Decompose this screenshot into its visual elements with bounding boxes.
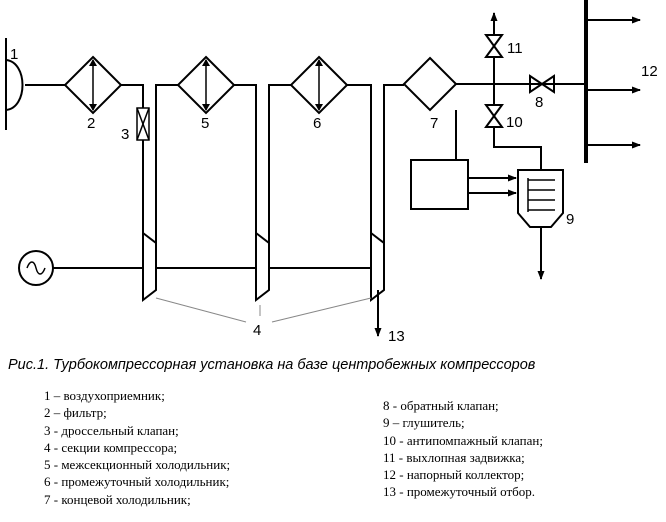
compressor-section-3: [370, 230, 385, 303]
legend-item: 12 - напорный коллектор;: [383, 467, 525, 483]
legend-item: 3 - дроссельный клапан;: [44, 422, 179, 438]
pipe-section-3-to-cooler-7: [383, 84, 404, 243]
legend-item: 6 - промежуточный холодильник;: [44, 474, 230, 490]
label-5: 5: [201, 115, 209, 132]
figure-caption: Рис.1. Турбокомпрессорная установка на б…: [8, 357, 536, 373]
label-6: 6: [313, 115, 321, 132]
legend-item: 10 - антипомпажный клапан;: [383, 432, 543, 448]
label-1: 1: [10, 46, 18, 63]
legend-item: 8 - обратный клапан;: [383, 398, 499, 413]
legend-left: 1 – воздухоприемник; 2 – фильтр; 3 - дро…: [44, 387, 230, 508]
label-4-leaders: [155, 297, 372, 323]
pipe-cooler-6-to-section-3: [347, 84, 372, 233]
diagram-labels: 1 2 3 4 5 6 7 8 9 10 11 12 13: [10, 40, 658, 345]
label-11: 11: [507, 40, 523, 57]
air-intake: [5, 38, 24, 130]
pipe-anti-surge-to-silencer: [493, 127, 542, 170]
filter: [63, 55, 123, 115]
exhaust-gate-valve: [484, 34, 504, 58]
legend-item: 11 - выхлопная задвижка;: [383, 449, 525, 465]
legend-item: 7 - концевой холодильник;: [44, 491, 191, 507]
anti-surge-valve: [484, 104, 504, 128]
control-box: [410, 159, 469, 210]
legend-right: 8 - обратный клапан; 9 – глушитель; 10 -…: [383, 397, 543, 501]
label-3: 3: [121, 126, 129, 143]
compressor-section-1: [142, 230, 157, 303]
signal-arrows: [468, 174, 517, 197]
check-valve: [529, 74, 555, 94]
turbocompressor-schematic: 1 2 3 4 5 6 7 8 9 10 11 12 13: [5, 0, 658, 345]
intersection-cooler: [176, 55, 236, 115]
label-4: 4: [253, 322, 261, 339]
label-8: 8: [535, 94, 543, 111]
label-13: 13: [388, 328, 405, 345]
legend-item: 13 - промежуточный отбор.: [383, 484, 536, 500]
label-10: 10: [506, 114, 523, 131]
legend-item: 2 – фильтр;: [44, 405, 107, 421]
silencer: [517, 169, 564, 228]
label-12: 12: [641, 63, 658, 80]
pipe-section-2-to-cooler-6: [268, 84, 291, 243]
legend-item: 4 - секции компрессора;: [44, 439, 178, 455]
throttle-valve: [136, 107, 150, 141]
header-outlet-arrows: [586, 16, 641, 149]
legend-item: 1 – воздухоприемник;: [44, 388, 165, 403]
ac-wave-icon: [26, 261, 46, 275]
pipe-section-1-to-cooler-5: [155, 84, 178, 243]
label-2: 2: [87, 115, 95, 132]
legend-item: 9 – глушитель;: [383, 415, 465, 431]
pipe-filter-to-throttle: [121, 84, 144, 108]
final-cooler: [402, 56, 458, 112]
pipe-cooler-5-to-section-2: [234, 84, 257, 233]
compressor-section-2: [255, 230, 270, 303]
label-7: 7: [430, 115, 438, 132]
legend-item: 5 - межсекционный холодильник;: [44, 457, 231, 473]
intermediate-cooler: [289, 55, 349, 115]
label-9: 9: [566, 211, 574, 228]
